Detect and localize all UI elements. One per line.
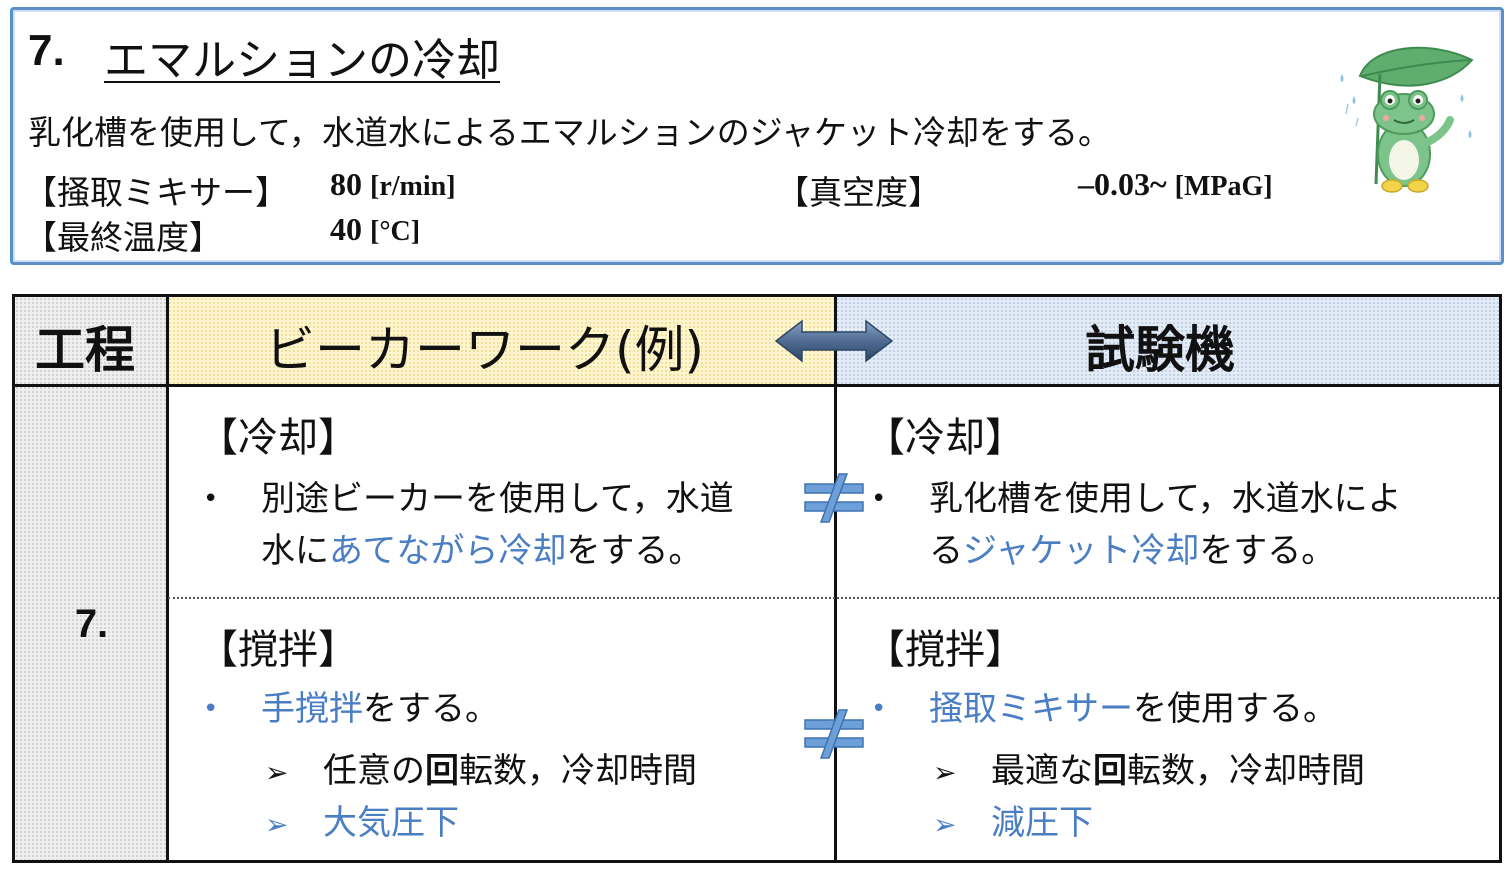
tester-sub-item-2: ➢ 減圧下 <box>933 797 1093 851</box>
beaker-cooling-bullet: • 別途ビーカーを使用して，水道 水にあてながら冷却をする。 <box>203 473 813 577</box>
tester-cooling-line2-tail: をする。 <box>1199 531 1336 571</box>
mixer-speed-number: 80 <box>330 166 362 202</box>
tester-stirring-tail: を使用する。 <box>1133 689 1337 729</box>
section-title: エマルションの冷却 <box>104 35 500 86</box>
beaker-cooling-line1: 別途ビーカーを使用して，水道 <box>261 479 734 519</box>
tester-sub-item-2-text: 減圧下 <box>991 803 1093 843</box>
beaker-sub-item-1-pre: 任意の <box>323 751 425 791</box>
beaker-stirring-highlight: 手撹拌 <box>261 689 363 729</box>
header-beaker-cell <box>168 297 836 386</box>
beaker-stirring-tail: をする。 <box>363 689 499 729</box>
vacuum-number: –0.03~ <box>1078 166 1167 202</box>
comparison-table: 工程 ビーカーワーク(例) 試験機 7. 【冷却】 • 別途ビーカーを使用して，… <box>12 294 1502 863</box>
vacuum-unit: [MPaG] <box>1174 171 1273 202</box>
bullet-dot-icon: • <box>203 694 219 724</box>
column-header-process: 工程 <box>35 321 135 379</box>
beaker-sub-item-1: ➢ 任意の回転数，冷却時間 <box>265 745 697 799</box>
beaker-cooling-line2: 水にあてながら冷却をする。 <box>261 525 702 577</box>
tester-cooling-heading: 【冷却】 <box>865 415 1025 461</box>
mixer-speed-value: 80 [r/min] <box>330 166 456 203</box>
beaker-cooling-line2-plain: 水に <box>261 531 329 571</box>
final-temp-number: 40 <box>330 211 362 247</box>
column-header-tester: 試験機 <box>1085 321 1235 379</box>
beaker-cooling-line2-tail: をする。 <box>566 531 703 571</box>
beaker-sub-item-1-post: 転数，冷却時間 <box>459 751 697 791</box>
tester-stirring-bullet: • 掻取ミキサーを使用する。 <box>871 683 1491 735</box>
vacuum-label: 【真空度】 <box>776 173 941 212</box>
double-arrow-icon <box>774 319 894 363</box>
step-number: 7. <box>74 602 109 646</box>
step-cell <box>15 386 168 860</box>
row-dotted-divider <box>168 597 1499 599</box>
tester-cooling-line2: るジャケット冷却をする。 <box>929 525 1335 577</box>
tester-stirring-heading: 【撹拌】 <box>865 627 1025 673</box>
section-number: 7. <box>28 26 65 75</box>
final-temp-value: 40 [°C] <box>330 211 420 248</box>
column-divider-1 <box>166 297 169 860</box>
header-panel <box>10 7 1504 265</box>
final-temp-label: 【最終温度】 <box>24 218 222 257</box>
not-equal-icon <box>804 709 864 759</box>
tester-cooling-line2-plain: る <box>929 531 963 571</box>
beaker-stirring-heading: 【撹拌】 <box>198 627 358 673</box>
frog-mascot-icon <box>1340 46 1474 193</box>
beaker-sub-item-2-text: 大気圧下 <box>323 803 459 843</box>
beaker-sub-item-2: ➢ 大気圧下 <box>265 797 459 851</box>
arrowhead-bullet-icon: ➢ <box>933 808 957 841</box>
mixer-speed-unit: [r/min] <box>370 171 456 202</box>
header-tester-cell <box>836 297 1499 386</box>
beaker-cooling-highlight: あてながら冷却 <box>329 531 567 571</box>
bullet-dot-icon: • <box>871 484 887 514</box>
arrowhead-bullet-icon: ➢ <box>265 808 289 841</box>
vacuum-value: –0.03~ [MPaG] <box>1078 166 1273 203</box>
tester-stirring-text: 掻取ミキサーを使用する。 <box>929 683 1337 735</box>
mixer-speed-label: 【掻取ミキサー】 <box>24 173 288 212</box>
header-process-cell <box>15 297 168 386</box>
beaker-sub-item-1-bold: 回 <box>425 751 459 791</box>
tester-sub-item-1-post: 転数，冷却時間 <box>1127 751 1365 791</box>
beaker-cooling-heading: 【冷却】 <box>198 415 358 461</box>
tester-cooling-bullet: • 乳化槽を使用して，水道水によ るジャケット冷却をする。 <box>871 473 1491 577</box>
tester-stirring-highlight: 掻取ミキサー <box>929 689 1133 729</box>
arrowhead-bullet-icon: ➢ <box>933 756 957 789</box>
header-divider <box>15 384 1499 387</box>
final-temp-unit: [°C] <box>370 216 421 247</box>
bullet-dot-icon: • <box>203 484 219 514</box>
column-header-beaker: ビーカーワーク(例) <box>265 321 705 379</box>
tester-cooling-line1: 乳化槽を使用して，水道水によ <box>929 479 1402 519</box>
beaker-stirring-text: 手撹拌をする。 <box>261 683 499 735</box>
tester-sub-item-1-pre: 最適な <box>991 751 1093 791</box>
column-divider-2 <box>834 297 837 860</box>
bullet-dot-icon: • <box>871 694 887 724</box>
arrowhead-bullet-icon: ➢ <box>265 756 289 789</box>
not-equal-icon <box>804 473 864 523</box>
tester-cooling-highlight: ジャケット冷却 <box>963 531 1200 571</box>
tester-sub-item-1-bold: 回 <box>1093 751 1127 791</box>
section-description: 乳化槽を使用して，水道水によるエマルションのジャケット冷却をする。 <box>28 113 1112 152</box>
beaker-stirring-bullet: • 手撹拌をする。 <box>203 683 813 735</box>
tester-sub-item-1: ➢ 最適な回転数，冷却時間 <box>933 745 1365 799</box>
